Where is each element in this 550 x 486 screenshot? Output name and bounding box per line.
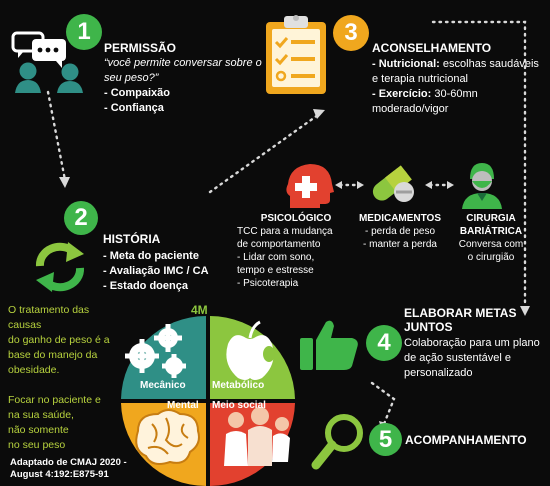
psychological-line: de comportamento: [237, 239, 321, 250]
step-3-number: 3: [344, 19, 358, 46]
nutrition-text: escolhas saudáveis: [439, 58, 539, 70]
step-5-title: ACOMPANHAMENTO: [405, 433, 527, 447]
psychological-title: PSICOLÓGICO: [260, 213, 332, 224]
step-1-title: PERMISSÃO: [104, 41, 177, 55]
step-3-content: ACONSELHAMENTO - Nutricional: escolhas s…: [372, 41, 542, 117]
medications-title: MEDICAMENTOS: [358, 213, 442, 224]
step-2-item: - Meta do paciente: [103, 250, 199, 262]
step-2-item: - Avaliação IMC / CA: [103, 265, 209, 277]
step-2-content: HISTÓRIA - Meta do paciente - Avaliação …: [103, 232, 243, 294]
psychological-section: PSICOLÓGICO TCC para a mudança de compor…: [237, 212, 355, 290]
nutrition-text-2: e terapia nutricional: [372, 73, 469, 85]
citation-line-2: August 4:192:E875-91: [10, 469, 109, 480]
step-4-text: Colaboração para um plano de ação susten…: [404, 337, 540, 379]
psychological-line: - Lidar com sono,: [237, 252, 315, 263]
exercise-label: - Exercício:: [372, 88, 432, 100]
side-note-line: base do manejo da: [8, 349, 98, 361]
step-1-item: - Compaixão: [104, 87, 171, 99]
surgery-line: o cirurgião: [467, 252, 515, 263]
step-2-title: HISTÓRIA: [103, 232, 161, 246]
four-m-title: 4M: [191, 303, 208, 317]
step-3-title: ACONSELHAMENTO: [372, 41, 492, 55]
quadrant-metabolic-label: Metabólico: [212, 380, 265, 391]
step-4-content: ELABORAR METAS JUNTOS Colaboração para u…: [404, 306, 544, 381]
step-4-number: 4: [377, 329, 391, 356]
step-4-badge: 4: [366, 325, 402, 361]
side-note-line: obesidade.: [8, 364, 60, 376]
side-note-line: não somente: [8, 424, 69, 436]
psychological-line: TCC para a mudança: [237, 226, 333, 237]
surgery-section: CIRURGIA BARIÁTRICA Conversa com o cirur…: [447, 212, 535, 264]
psychological-line: tempo e estresse: [237, 265, 314, 276]
psychological-line: - Psicoterapia: [237, 278, 299, 289]
side-note-line: do ganho de peso é a: [8, 334, 110, 346]
step-5-badge: 5: [369, 423, 402, 456]
step-5-number: 5: [378, 425, 393, 453]
side-note-line: no seu peso: [8, 439, 66, 451]
nutrition-label: - Nutricional:: [372, 58, 440, 70]
medications-section: MEDICAMENTOS - perda de peso - manter a …: [352, 212, 448, 251]
quadrant-mechanical-label: Mecânico: [140, 380, 186, 391]
citation: Adaptado de CMAJ 2020 - August 4:192:E87…: [10, 457, 127, 481]
side-note-line: Focar no paciente e: [8, 394, 101, 406]
step-1-quote: “você permite conversar sobre o seu peso…: [104, 57, 262, 84]
medications-line: - perda de peso: [364, 226, 436, 237]
surgery-line: Conversa com: [458, 239, 524, 250]
quadrant-mental-label: Mental: [167, 400, 199, 411]
surgery-title-2: BARIÁTRICA: [459, 226, 523, 237]
surgery-title-1: CIRURGIA: [466, 213, 516, 224]
step-3-badge: 3: [333, 15, 369, 51]
step-1-content: PERMISSÃO “você permite conversar sobre …: [104, 41, 264, 116]
step-1-item: - Confiança: [104, 102, 164, 114]
step-1-number: 1: [77, 18, 91, 45]
quadrant-social-label: Meio social: [212, 400, 266, 411]
step-1-badge: 1: [66, 14, 102, 50]
step-2-number: 2: [74, 204, 88, 231]
side-note: O tratamento das causas do ganho de peso…: [8, 303, 124, 453]
step-2-item: - Estado doença: [103, 280, 188, 292]
side-note-line: na sua saúde,: [8, 409, 74, 421]
step-4-title: ELABORAR METAS JUNTOS: [404, 306, 517, 334]
exercise-text: 30-60mn moderado/vigor: [372, 88, 478, 115]
medications-line: - manter a perda: [363, 239, 437, 250]
side-note-line: O tratamento das causas: [8, 304, 90, 331]
citation-line-1: Adaptado de CMAJ 2020 -: [10, 457, 127, 468]
step-2-badge: 2: [64, 201, 98, 235]
